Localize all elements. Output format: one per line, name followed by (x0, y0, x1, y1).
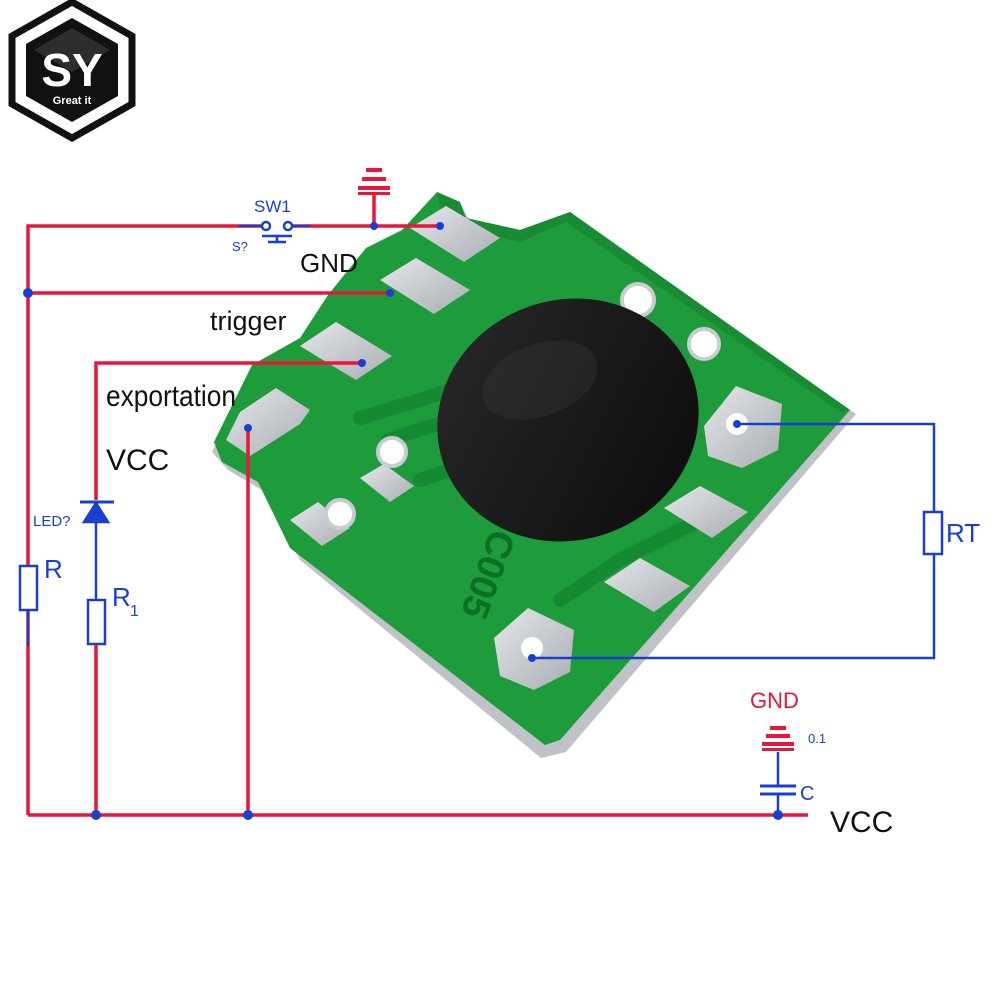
junction-dot-icon (733, 420, 741, 428)
pad-output (300, 322, 392, 380)
pad-smd-1 (360, 464, 414, 502)
push-switch-icon (238, 220, 310, 244)
junction-dot-icon (23, 288, 33, 298)
led-diode-icon (80, 500, 114, 600)
label-r1-subscript: 1 (130, 603, 139, 620)
junction-dot-icon (528, 654, 536, 662)
label-s-ref: S? (232, 239, 248, 254)
junction-dot-icon (773, 810, 783, 820)
junction-dot-icon (358, 359, 366, 367)
logo-tagline: Great it (53, 95, 92, 107)
capacitor-icon (760, 752, 796, 815)
label-gnd-pin: GND (300, 248, 358, 278)
label-gnd-bottom: GND (750, 688, 799, 713)
ground-symbol-bottom-icon (762, 726, 794, 751)
junction-dots (23, 222, 783, 820)
ground-symbol-icon (358, 168, 390, 195)
junction-dot-icon (436, 222, 444, 230)
resistor-rt-icon (922, 510, 944, 556)
pad-smd-3 (664, 486, 748, 538)
label-vcc-bottom: VCC (830, 806, 893, 839)
via-hole-2 (324, 498, 356, 530)
label-rt: RT (946, 518, 980, 548)
label-exportation: exportation (106, 380, 236, 413)
resistor-r1-icon (86, 598, 107, 646)
pad-smd-2 (290, 502, 350, 546)
mount-hole-2 (687, 327, 721, 361)
blue-components (18, 220, 944, 815)
brand-logo: SY Great it (8, 0, 136, 143)
labels: SW1 S? GND trigger exportation VCC LED? … (33, 197, 980, 839)
label-led: LED? (33, 513, 71, 530)
logo-mark: SY (41, 44, 102, 96)
label-vcc-pin: VCC (106, 444, 169, 477)
pcb-module: C005 (212, 192, 856, 758)
label-r1: R (112, 582, 131, 612)
label-sw1: SW1 (254, 197, 291, 216)
via-hole-1 (376, 436, 408, 468)
junction-dot-icon (386, 289, 394, 297)
pad-gnd (410, 206, 500, 262)
junction-dot-icon (91, 810, 101, 820)
junction-dot-icon (370, 222, 378, 230)
junction-dot-icon (244, 424, 252, 432)
wire-output (94, 361, 362, 365)
wire-rt-bottom (532, 554, 936, 660)
cob-epoxy-blob (437, 298, 699, 542)
label-c: C (800, 783, 814, 805)
wire-rt-top (737, 422, 936, 512)
pad-trigger (380, 258, 470, 314)
pcb-holes (324, 282, 748, 659)
label-trigger: trigger (210, 306, 287, 336)
label-r: R (44, 554, 63, 584)
junction-dot-icon (243, 810, 253, 820)
rt-hole-2 (521, 637, 543, 659)
label-cap-value: 0.1 (808, 731, 826, 746)
pad-smd-4 (604, 558, 690, 612)
resistor-r-icon (18, 564, 39, 612)
